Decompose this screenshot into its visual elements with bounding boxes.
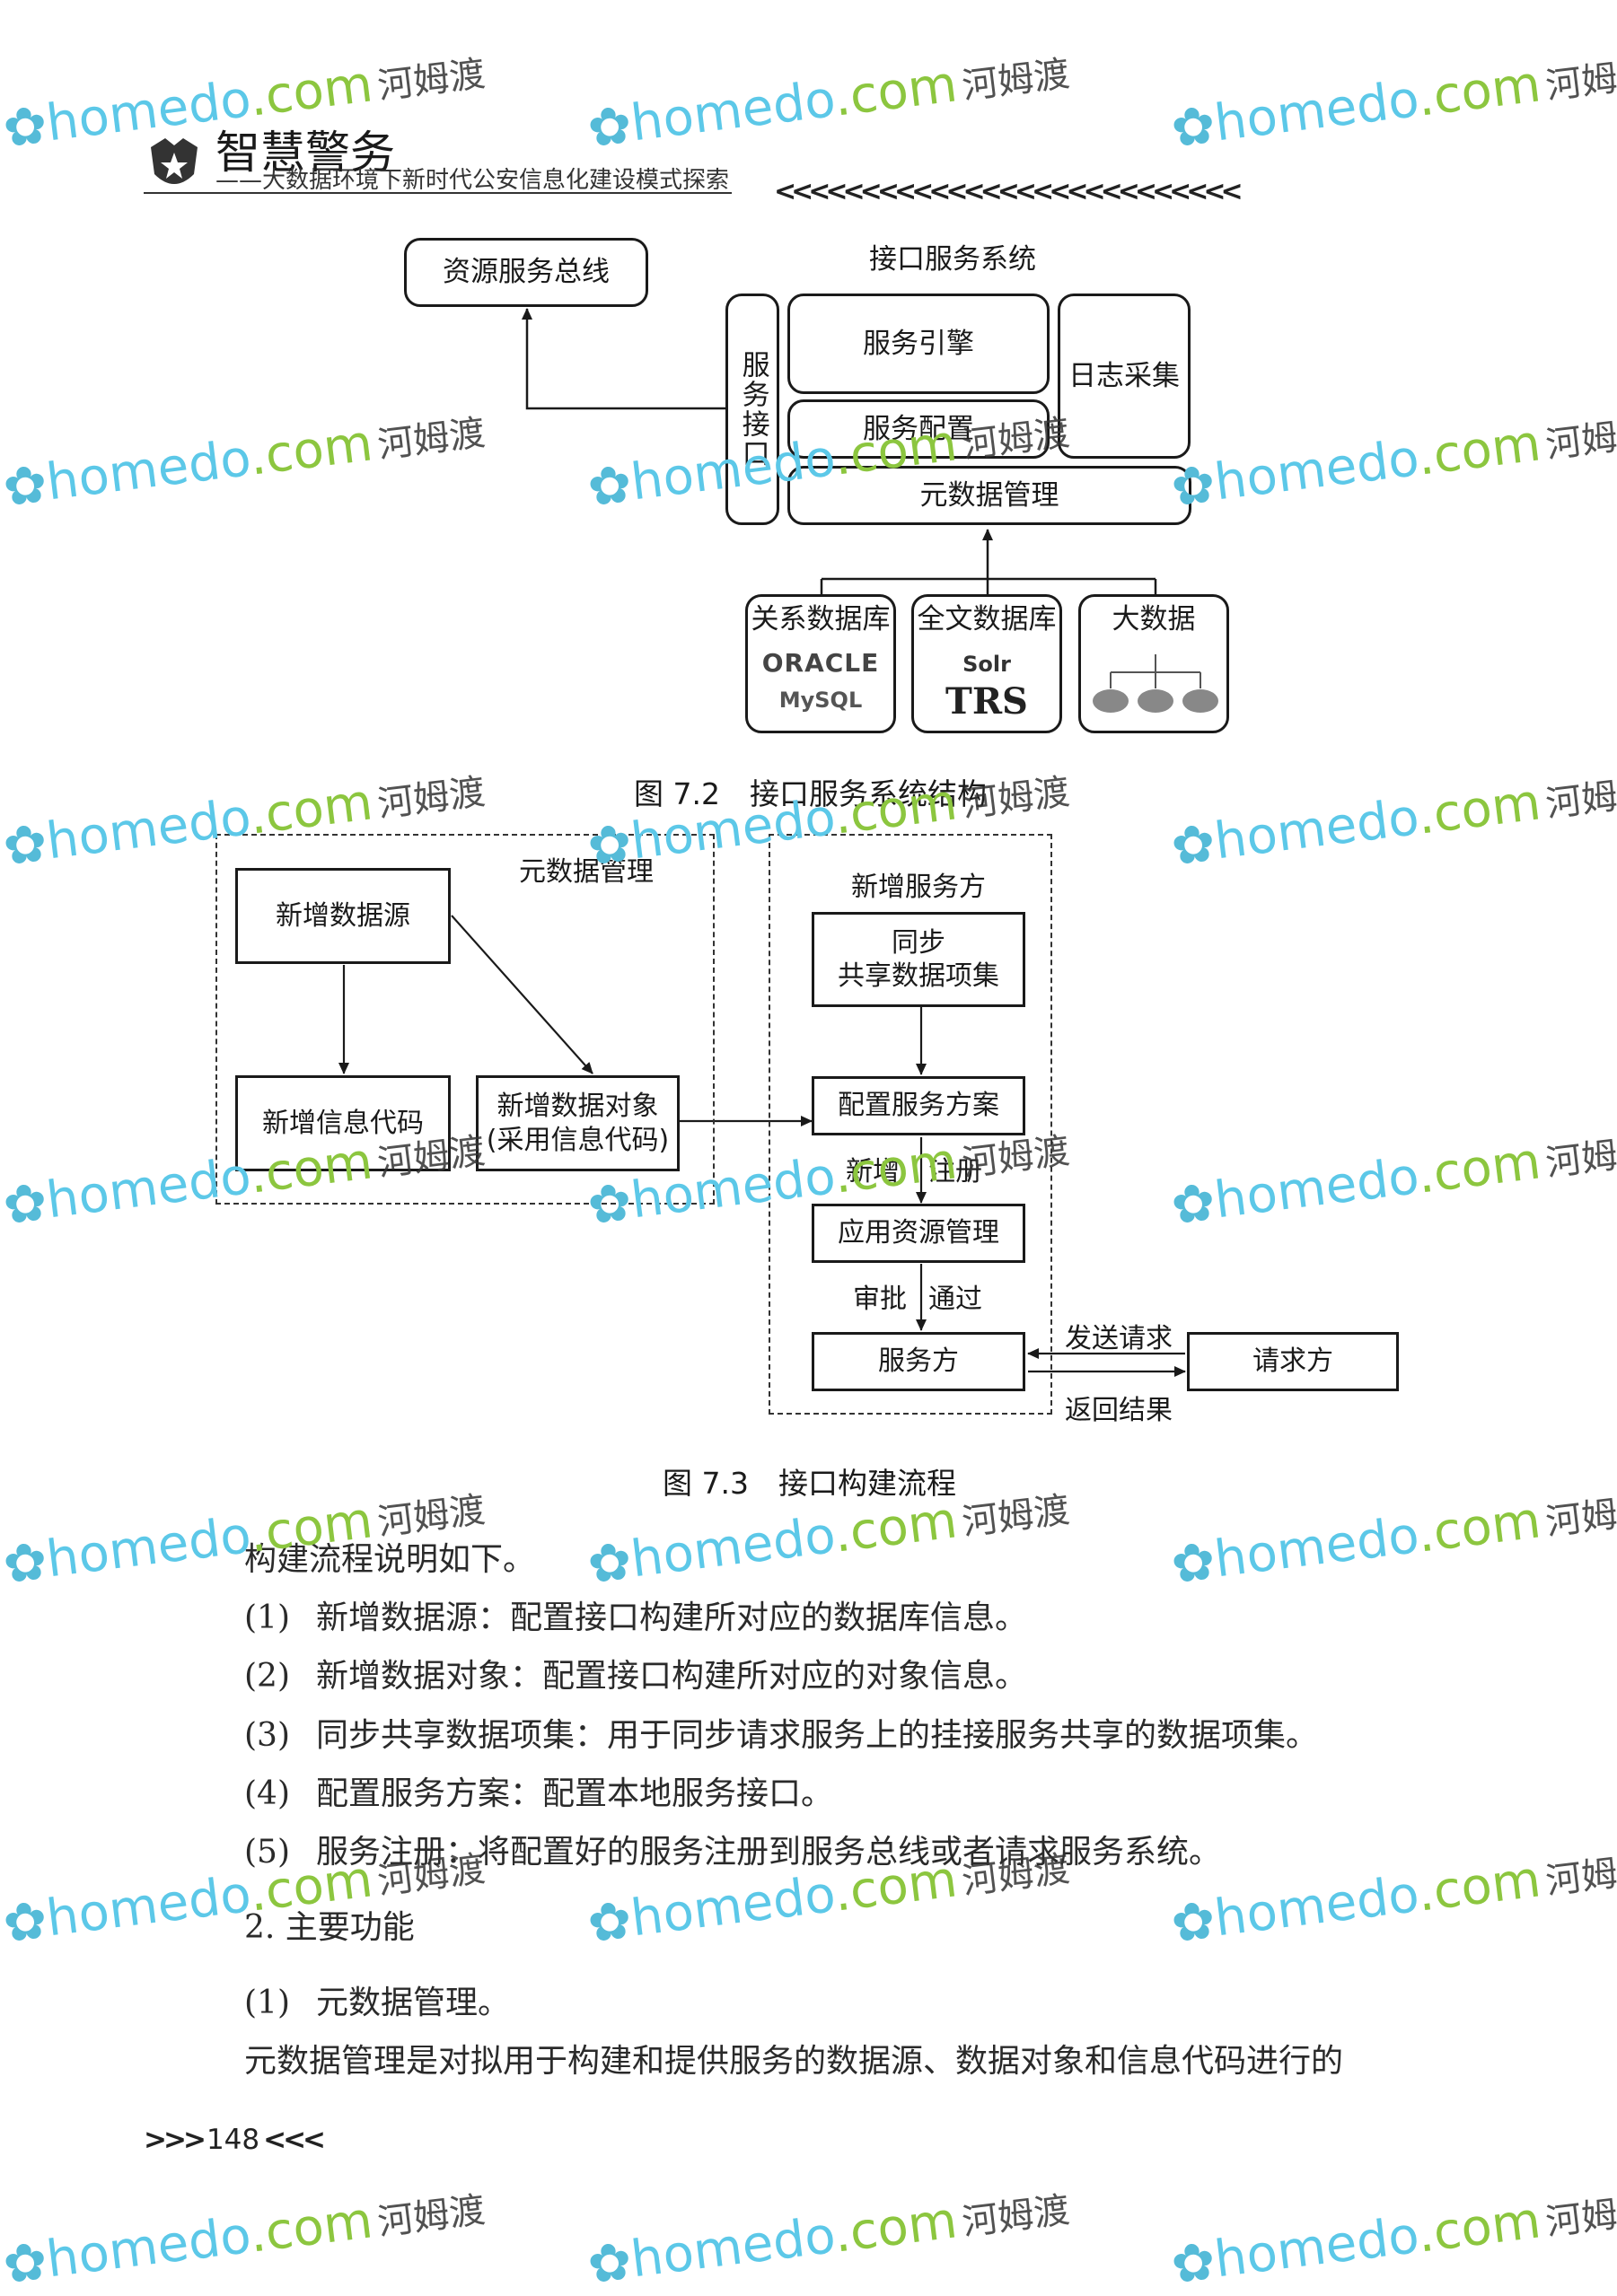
- config-plan-box: 配置服务方案: [812, 1076, 1025, 1135]
- footer-right-chevrons: <<<: [263, 2124, 326, 2156]
- flower-icon: ✿: [1167, 1529, 1219, 1596]
- cluster-icon: [1093, 654, 1218, 713]
- service-config-box: 服务配置: [787, 399, 1050, 459]
- page-number: 148: [206, 2124, 260, 2156]
- return-result-label: 返回结果: [1065, 1395, 1173, 1426]
- book-title: 智慧警务: [215, 127, 395, 179]
- sub-heading: (1) 元数据管理。: [244, 1976, 510, 2023]
- watermark: ✿homedo.com河姆渡: [1167, 1848, 1617, 1955]
- flower-icon: ✿: [0, 1889, 51, 1955]
- step-text: 新增数据对象：配置接口构建所对应的对象信息。: [316, 1658, 1028, 1695]
- trs-logo: TRS: [945, 680, 1028, 723]
- police-badge-icon: [151, 138, 198, 184]
- provider-group-title: 新增服务方: [851, 872, 986, 903]
- relational-db-label: 关系数据库: [751, 603, 891, 635]
- step-text: 服务注册：将配置好的服务注册到服务总线或者请求服务系统。: [316, 1834, 1222, 1871]
- flower-icon: ✿: [584, 1889, 636, 1955]
- flower-icon: ✿: [0, 2230, 51, 2296]
- step-number: (3): [244, 1717, 290, 1754]
- metadata-group: [215, 834, 715, 1205]
- sync-line1: 同步: [892, 926, 945, 959]
- step-number: (4): [244, 1775, 290, 1812]
- new-dataobject-line1: 新增数据对象: [497, 1091, 659, 1122]
- sub-heading-text: 元数据管理。: [316, 1985, 511, 2021]
- relational-db-box: 关系数据库 ORACLE MySQL: [745, 594, 896, 733]
- fig72-caption: 图 7.2 接口服务系统结构: [634, 776, 987, 811]
- step-number: (2): [244, 1658, 290, 1695]
- section-heading: 2. 主要功能: [244, 1909, 415, 1946]
- provider-group: [769, 834, 1052, 1415]
- last-paragraph: 元数据管理是对拟用于构建和提供服务的数据源、数据对象和信息代码进行的: [244, 2043, 1344, 2080]
- intro-paragraph: 构建流程说明如下。: [244, 1541, 536, 1578]
- fig72-connectors: [522, 308, 1157, 597]
- service-engine-box: 服务引擎: [787, 294, 1050, 394]
- footer-left-chevrons: >>>: [144, 2124, 207, 2156]
- metadata-mgmt-box: 元数据管理: [787, 466, 1191, 525]
- metadata-group-title: 元数据管理: [519, 856, 654, 888]
- watermark: ✿homedo.com河姆渡: [0, 2189, 488, 2296]
- fig73-connectors: [338, 915, 1186, 1377]
- service-interface-label: 服务接口: [736, 350, 769, 469]
- interface-system-title: 接口服务系统: [869, 243, 1036, 276]
- mysql-logo: MySQL: [778, 688, 863, 713]
- flower-icon: ✿: [0, 1529, 51, 1596]
- header-chevrons: <<<<<<<<<<<<<<<<<<<<<<<<<<<: [774, 176, 1244, 207]
- step-text: 新增数据源：配置接口构建所对应的数据库信息。: [316, 1599, 1028, 1636]
- step-number: (5): [244, 1834, 290, 1871]
- label-register: 注册: [928, 1156, 982, 1187]
- resource-bus-box: 资源服务总线: [404, 238, 648, 307]
- watermark: ✿homedo.com河姆渡: [1167, 1489, 1617, 1596]
- new-infocode-box: 新增信息代码: [235, 1075, 451, 1171]
- log-collect-box: 日志采集: [1058, 294, 1191, 459]
- provider-box: 服务方: [812, 1332, 1025, 1391]
- page-footer: >>>148<<<: [144, 2124, 326, 2156]
- sub-heading-number: (1): [244, 1985, 290, 2021]
- new-dataobject-box: 新增数据对象 (采用信息代码): [476, 1075, 680, 1171]
- step-number: (1): [244, 1599, 290, 1636]
- send-request-label: 发送请求: [1065, 1323, 1173, 1354]
- new-dataobject-line2: (采用信息代码): [486, 1124, 670, 1156]
- label-add: 新增: [846, 1156, 900, 1187]
- service-interface-box: 服务接口: [725, 294, 779, 525]
- flower-icon: ✿: [1167, 2230, 1219, 2296]
- flower-icon: ✿: [584, 2230, 636, 2296]
- requester-box: 请求方: [1187, 1332, 1399, 1391]
- step-item: (5) 服务注册：将配置好的服务注册到服务总线或者请求服务系统。: [244, 1826, 1221, 1872]
- step-text: 同步共享数据项集：用于同步请求服务上的挂接服务共享的数据项集。: [316, 1717, 1319, 1754]
- book-subtitle: ——大数据环境下新时代公安信息化建设模式探索: [215, 167, 730, 194]
- big-data-label: 大数据: [1112, 603, 1196, 635]
- header-rule: [144, 192, 732, 194]
- step-text: 配置服务方案：配置本地服务接口。: [316, 1775, 834, 1812]
- sync-line2: 共享数据项集: [838, 960, 999, 992]
- new-datasource-box: 新增数据源: [235, 868, 451, 964]
- watermark: ✿homedo.com河姆渡: [584, 2189, 1072, 2296]
- step-item: (3) 同步共享数据项集：用于同步请求服务上的挂接服务共享的数据项集。: [244, 1709, 1318, 1756]
- fulltext-db-label: 全文数据库: [917, 603, 1057, 635]
- solr-logo: Solr: [962, 652, 1011, 677]
- flower-icon: ✿: [1167, 1889, 1219, 1955]
- step-item: (4) 配置服务方案：配置本地服务接口。: [244, 1767, 833, 1814]
- watermark: ✿homedo.com河姆渡: [1167, 2189, 1617, 2296]
- fulltext-db-box: 全文数据库 Solr TRS: [911, 594, 1062, 733]
- step-item: (1) 新增数据源：配置接口构建所对应的数据库信息。: [244, 1591, 1027, 1638]
- big-data-box: 大数据: [1078, 594, 1229, 733]
- sync-dataset-box: 同步 共享数据项集: [812, 912, 1025, 1007]
- fig73-caption: 图 7.3 接口构建流程: [663, 1466, 956, 1501]
- oracle-logo: ORACLE: [761, 648, 880, 678]
- flower-icon: ✿: [584, 1529, 636, 1596]
- label-approve: 审批: [853, 1284, 907, 1315]
- step-item: (2) 新增数据对象：配置接口构建所对应的对象信息。: [244, 1650, 1027, 1696]
- label-pass: 通过: [928, 1284, 982, 1315]
- app-resource-box: 应用资源管理: [812, 1204, 1025, 1263]
